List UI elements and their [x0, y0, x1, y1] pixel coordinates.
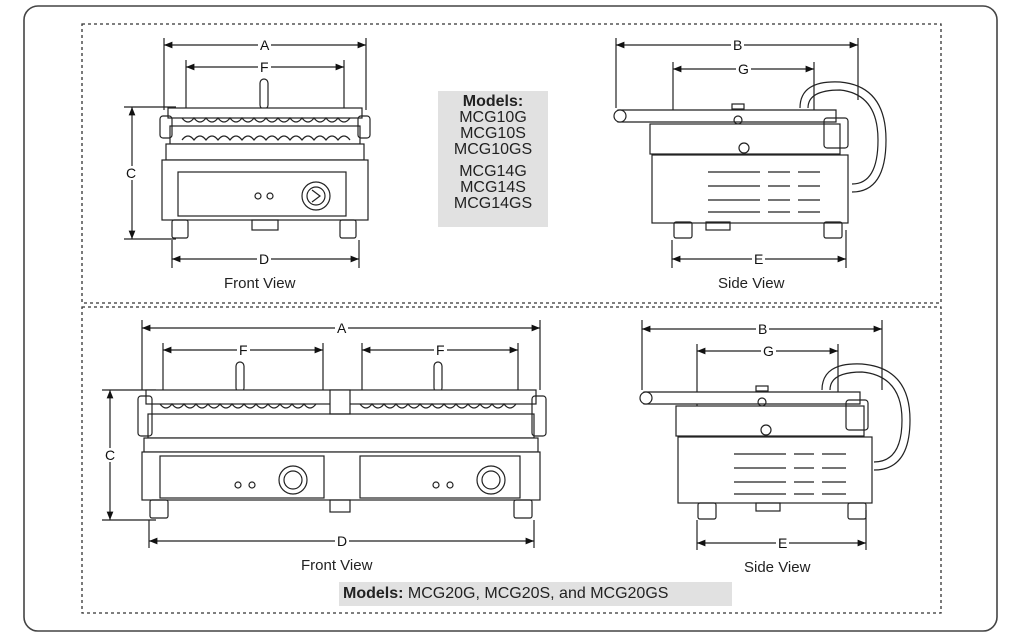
front-view-caption: Front View	[224, 275, 296, 292]
dim-label-a: A	[335, 320, 349, 336]
dim-label-d: D	[257, 251, 272, 267]
models-heading: Models:	[343, 585, 404, 602]
side-view-caption: Side View	[744, 559, 811, 576]
dim-label-g: G	[736, 61, 751, 77]
bottom-side-view-drawing	[639, 320, 911, 550]
dim-label-g: G	[761, 343, 776, 359]
models-heading: Models:	[462, 93, 524, 110]
models-list-box: Models: MCG10G MCG10S MCG10GS MCG14G MCG…	[438, 91, 548, 227]
model-item: MCG10S	[460, 125, 526, 142]
dim-label-f: F	[258, 59, 271, 75]
dim-label-b: B	[756, 321, 770, 337]
dim-label-a: A	[258, 37, 272, 53]
dim-label-c: C	[103, 447, 118, 463]
top-side-view-drawing	[613, 38, 887, 268]
side-view-caption: Side View	[718, 275, 785, 292]
dim-label-d: D	[335, 533, 350, 549]
dim-label-f: F	[237, 342, 250, 358]
dim-label-e: E	[752, 251, 766, 267]
top-panel-border	[81, 23, 942, 304]
outer-frame	[23, 5, 998, 632]
bottom-front-view-drawing	[102, 320, 547, 548]
top-front-view-drawing	[124, 38, 371, 268]
model-item: MCG10GS	[453, 141, 533, 158]
dim-label-b: B	[731, 37, 745, 53]
model-item: MCG14GS	[453, 195, 533, 212]
dim-label-e: E	[776, 535, 790, 551]
dim-label-f: F	[434, 342, 447, 358]
bottom-models-caption: Models: MCG20G, MCG20S, and MCG20GS	[339, 582, 732, 606]
front-view-caption: Front View	[301, 557, 373, 574]
model-item: MCG10G	[459, 109, 527, 126]
dim-label-c: C	[124, 165, 139, 181]
model-item: MCG14S	[460, 179, 526, 196]
model-item: MCG14G	[459, 163, 527, 180]
models-list-text: MCG20G, MCG20S, and MCG20GS	[407, 585, 669, 602]
